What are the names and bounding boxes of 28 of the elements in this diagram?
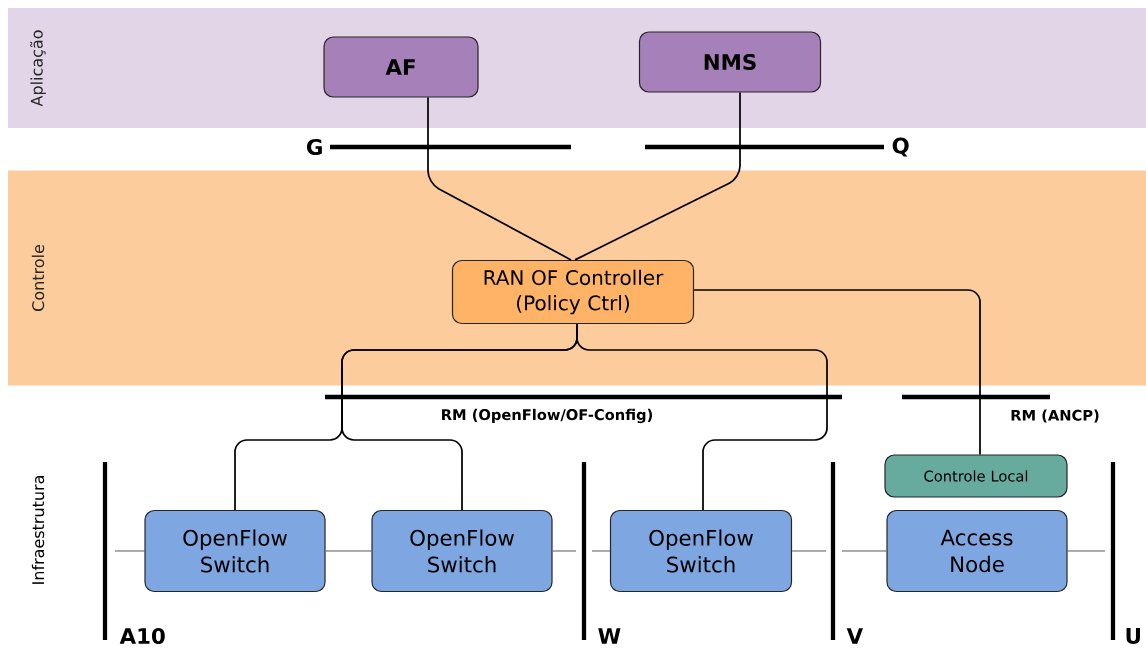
connector-line (841, 550, 887, 552)
layer-label: Infraestrutura (31, 476, 45, 584)
reference-label: V (846, 628, 863, 644)
reference-label: RM (OpenFlow/OF-Config) (442, 408, 652, 424)
connector-line (552, 550, 577, 552)
reference-label: RM (ANCP) (1011, 409, 1099, 423)
reference-label: A10 (119, 627, 165, 645)
process-box: AF (323, 36, 479, 98)
connector-line (791, 550, 827, 552)
connector-line (693, 289, 981, 456)
process-box: OpenFlow Switch (371, 509, 553, 593)
connector-line (576, 323, 828, 511)
process-box: OpenFlow Switch (609, 509, 793, 593)
connector-line (325, 550, 372, 552)
process-box: NMS (638, 31, 822, 93)
reference-label: W (598, 628, 621, 644)
connector-line (591, 550, 611, 552)
reference-label: U (1126, 628, 1140, 644)
connector-line (1067, 550, 1106, 552)
process-box: OpenFlow Switch (144, 509, 326, 593)
connector-line (114, 550, 145, 552)
connector-line (574, 91, 741, 261)
connector-line (427, 96, 572, 261)
process-box: Controle Local (884, 454, 1068, 498)
process-box: Access Node (886, 509, 1068, 593)
reference-label: G (306, 138, 322, 156)
process-box: RAN OF Controller (Policy Ctrl) (451, 259, 695, 325)
reference-label: Q (892, 137, 909, 157)
